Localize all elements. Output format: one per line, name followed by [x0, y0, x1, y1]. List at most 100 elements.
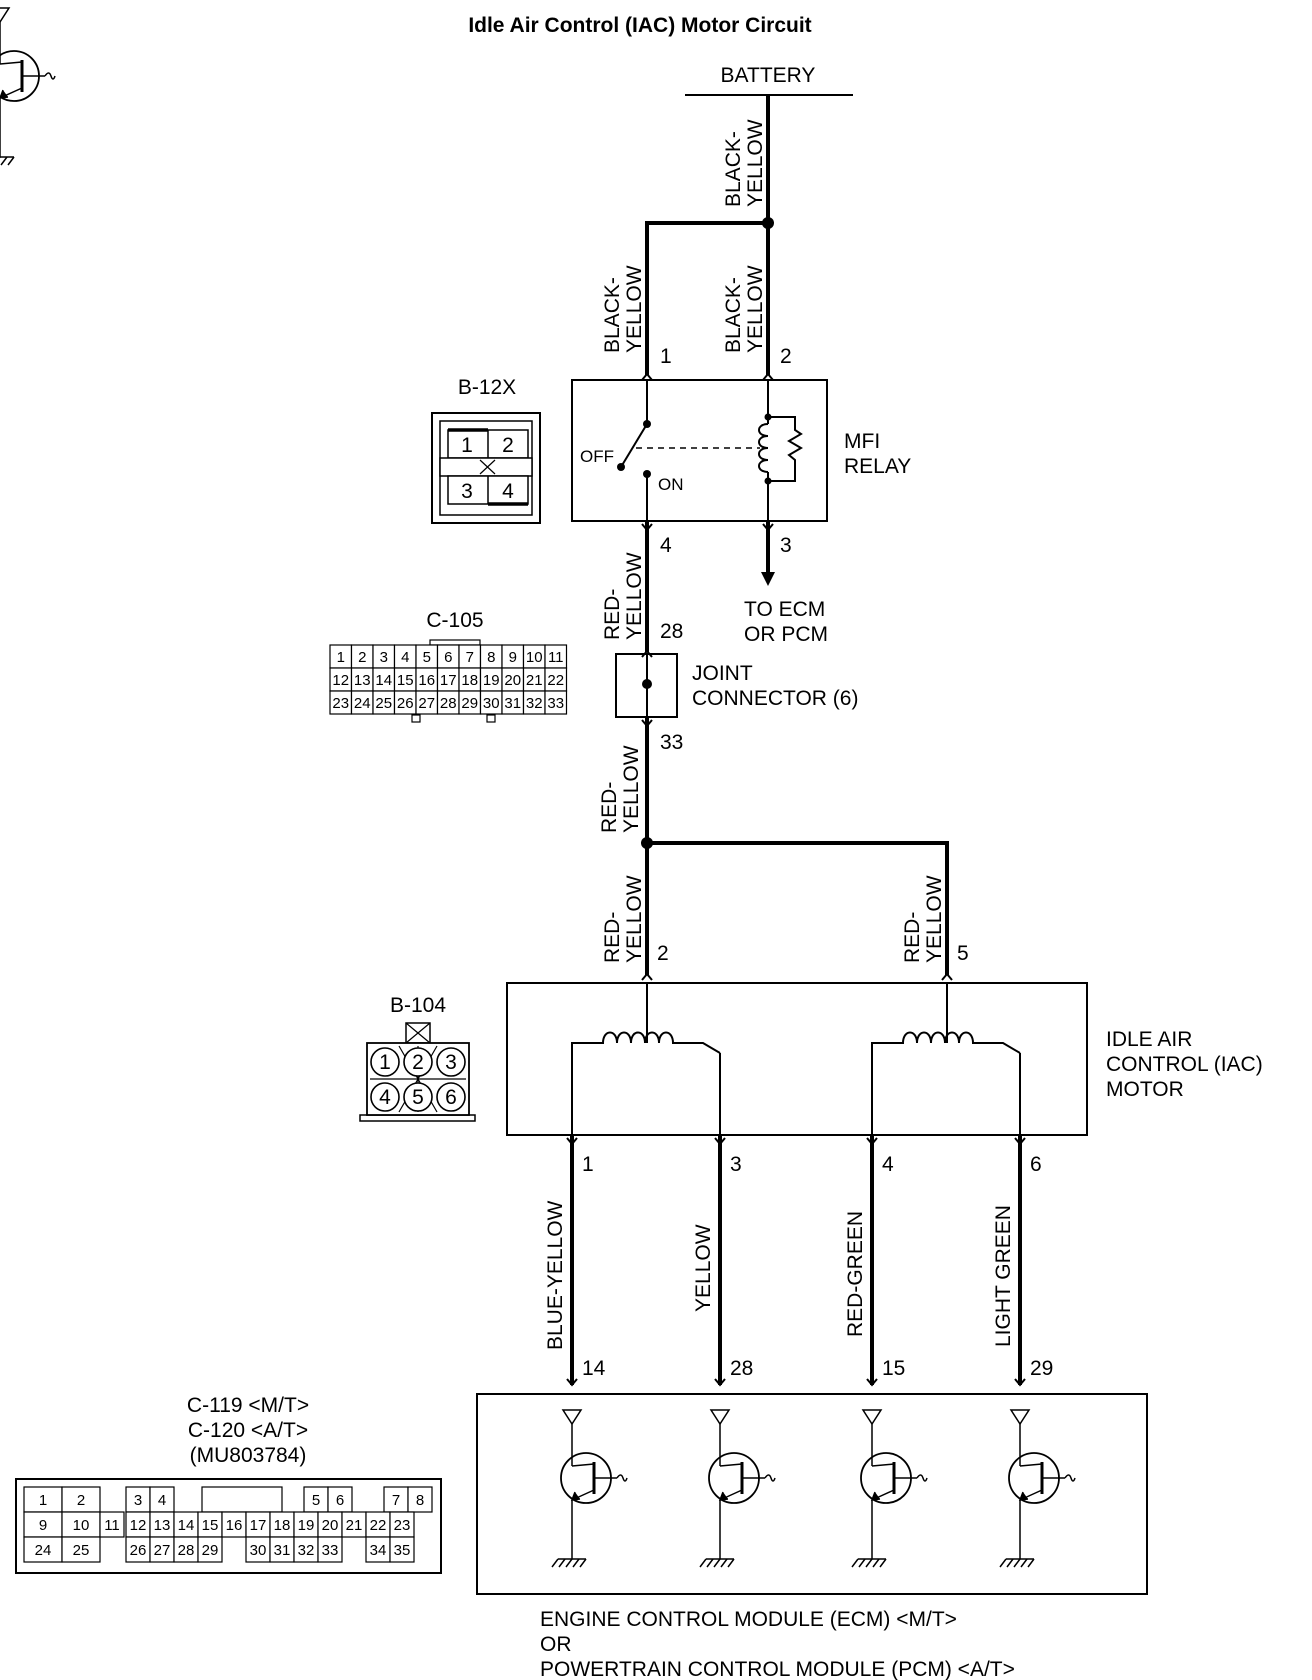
joint-connector-label: JOINT CONNECTOR (6): [692, 662, 858, 710]
b104-pin-label: 2: [412, 1051, 424, 1074]
wire-label-red-green: RED-GREEN: [844, 1211, 867, 1337]
relay-on-label: ON: [658, 475, 684, 494]
b104-pin-label: 4: [379, 1086, 391, 1109]
connector-arrow: [641, 973, 653, 981]
diagram-title: Idle Air Control (IAC) Motor Circuit: [468, 14, 811, 37]
connector-c119-names: C-119 <M/T> C-120 <A/T> (MU803784): [187, 1394, 309, 1467]
to-ecm-arrow: [761, 572, 775, 586]
c105-pin-label: 12: [332, 672, 349, 689]
mfi-relay-label: MFI RELAY: [844, 430, 911, 478]
c119-pin-cell: [221, 1511, 247, 1538]
c119-pin-label: 11: [104, 1517, 120, 1534]
wire-label-black-yellow-left: BLACK- YELLOW: [601, 265, 646, 353]
c119-pin-cell: [407, 1486, 433, 1513]
c105-pin-label: 18: [461, 672, 478, 689]
c119-pin-label: 10: [73, 1517, 90, 1534]
b104-pin: [403, 1047, 433, 1077]
c119-pin-cell: [173, 1536, 199, 1563]
c119-pin-cell: [61, 1536, 101, 1563]
c105-pin-label: 7: [466, 649, 474, 666]
svg-text:MFI: MFI: [844, 430, 880, 453]
c119-pin-label: 32: [298, 1542, 315, 1559]
c119-pin-label: 21: [346, 1517, 363, 1534]
ecm-label: ENGINE CONTROL MODULE (ECM) <M/T> OR POW…: [540, 1608, 1015, 1680]
c105-pin-label: 24: [354, 695, 371, 712]
c119-pin-label: 18: [274, 1517, 291, 1534]
c119-pin-label: 33: [322, 1542, 339, 1559]
c105-pin-label: 15: [397, 672, 414, 689]
c119-pin-cell: [341, 1511, 367, 1538]
c105-pin-label: 26: [397, 695, 414, 712]
joint-pin-33: 33: [660, 731, 683, 754]
c119-pin-label: 24: [35, 1542, 52, 1559]
joint-pin-28: 28: [660, 620, 683, 643]
c119-pin-label: 29: [202, 1542, 219, 1559]
svg-text:YELLOW: YELLOW: [744, 265, 767, 353]
c119-pin-label: 35: [394, 1542, 411, 1559]
svg-text:IDLE AIR: IDLE AIR: [1106, 1028, 1192, 1051]
relay-pin-1: 1: [660, 345, 672, 368]
c119-pin-label: 2: [77, 1492, 85, 1509]
c119-blank-cell: [201, 1486, 283, 1513]
c105-pin-label: 14: [375, 672, 392, 689]
svg-text:YELLOW: YELLOW: [623, 875, 646, 963]
driver-transistor: [998, 1408, 1077, 1569]
b104-pin-label: 6: [445, 1086, 457, 1109]
c119-pin-label: 14: [178, 1517, 195, 1534]
c119-pin-label: 31: [274, 1542, 291, 1559]
wire-label-red-yellow-3: RED- YELLOW: [601, 875, 646, 963]
wire-label-yellow: YELLOW: [692, 1224, 715, 1312]
svg-text:1: 1: [461, 434, 473, 457]
c105-pin-label: 5: [423, 649, 431, 666]
iac-pin-5: 5: [957, 942, 969, 965]
svg-text:JOINT: JOINT: [692, 662, 753, 685]
c119-pin-cell: [293, 1536, 319, 1563]
c119-pin-label: 20: [322, 1517, 339, 1534]
iac-pin-3: 3: [730, 1153, 742, 1176]
relay-resistor: [768, 416, 803, 482]
c105-pin-label: 19: [483, 672, 500, 689]
c119-pin-cell: [125, 1511, 151, 1538]
c119-pin-label: 28: [178, 1542, 195, 1559]
to-ecm-label: TO ECM OR PCM: [744, 598, 828, 646]
c105-pin-label: 9: [509, 649, 517, 666]
c119-pin-label: 1: [39, 1492, 47, 1509]
svg-text:C-120 <A/T>: C-120 <A/T>: [188, 1419, 308, 1442]
c105-pin-label: 21: [526, 672, 543, 689]
svg-text:BLACK-: BLACK-: [601, 277, 624, 353]
svg-text:(MU803784): (MU803784): [190, 1444, 307, 1467]
svg-text:MOTOR: MOTOR: [1106, 1078, 1184, 1101]
c119-pin-label: 12: [130, 1517, 147, 1534]
iac-pin-2: 2: [657, 942, 669, 965]
mfi-relay-box: [571, 379, 828, 522]
svg-text:BLACK-: BLACK-: [722, 131, 745, 207]
c119-pin-cell: [317, 1536, 343, 1563]
svg-text:3: 3: [461, 480, 473, 503]
iac-motor-label: IDLE AIR CONTROL (IAC) MOTOR: [1106, 1028, 1263, 1101]
wire-label-light-green: LIGHT GREEN: [992, 1205, 1015, 1347]
c105-pin-label: 10: [526, 649, 543, 666]
svg-text:POWERTRAIN CONTROL MODULE (PCM: POWERTRAIN CONTROL MODULE (PCM) <A/T>: [540, 1658, 1015, 1680]
c119-pin-label: 19: [298, 1517, 315, 1534]
c105-pin-label: 13: [354, 672, 371, 689]
c119-pin-label: 34: [370, 1542, 387, 1559]
svg-text:YELLOW: YELLOW: [923, 875, 946, 963]
c119-pin-cell: [61, 1486, 101, 1513]
c105-pin-label: 20: [504, 672, 521, 689]
wire-label-red-yellow-1: RED- YELLOW: [601, 552, 646, 640]
c119-pin-cell: [389, 1511, 415, 1538]
c119-pin-cell: [197, 1536, 223, 1563]
connector-b12x-name: B-12X: [458, 376, 516, 399]
wire-label-black-yellow-right: BLACK- YELLOW: [722, 265, 767, 353]
c119-pin-cell: [23, 1486, 63, 1513]
svg-text:YELLOW: YELLOW: [623, 265, 646, 353]
svg-text:TO ECM: TO ECM: [744, 598, 825, 621]
connector-b104-name: B-104: [390, 994, 446, 1017]
c105-pin-label: 29: [461, 695, 478, 712]
connector-c105-name: C-105: [426, 609, 483, 632]
wire-junction-relay-pin1: [645, 221, 768, 375]
c105-pin-label: 17: [440, 672, 457, 689]
